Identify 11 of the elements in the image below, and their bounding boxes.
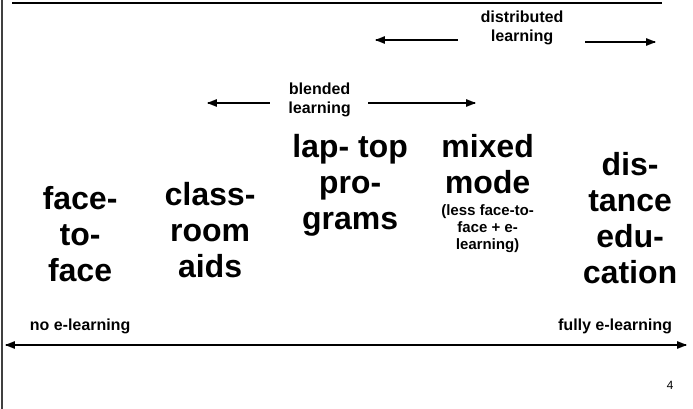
category-title: dis- tance edu- cation bbox=[582, 146, 678, 290]
page-number: 4 bbox=[666, 377, 674, 394]
end-label: no e-learning bbox=[28, 316, 132, 335]
category-title: mixed mode bbox=[440, 128, 535, 200]
range-label: blended learning bbox=[287, 80, 352, 118]
category-title: face- to- face bbox=[42, 180, 118, 288]
category-title: lap- top pro- grams bbox=[291, 128, 409, 236]
range-label: distributed learning bbox=[480, 8, 564, 46]
category-title: class- room aids bbox=[164, 176, 256, 284]
category-note: (less face-to- face + e- learning) bbox=[440, 202, 535, 253]
end-label: fully e-learning bbox=[557, 316, 673, 335]
